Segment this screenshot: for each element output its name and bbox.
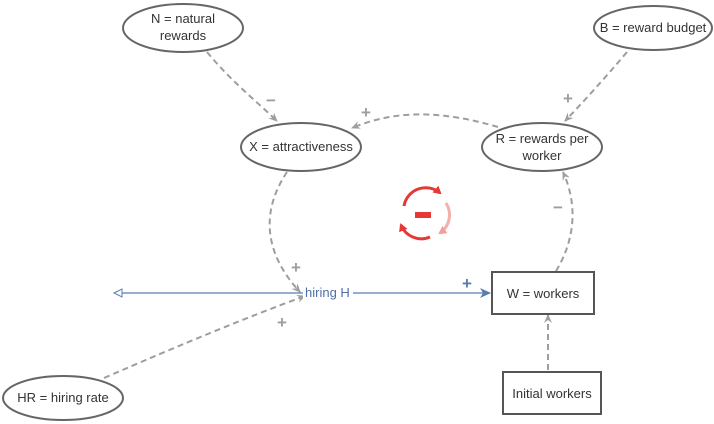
reward-budget-label: B = reward budget [600, 20, 707, 35]
sign-natural-to-attractiveness: − [266, 91, 276, 110]
hiring-label: hiring H [305, 285, 350, 300]
link-budget-to-reward[interactable] [564, 51, 628, 122]
natural-rewards-label-line1: N = natural [151, 11, 215, 26]
natural-rewards-label-line2: rewards [160, 28, 207, 43]
node-initial-workers[interactable]: Initial workers [502, 371, 602, 415]
balancing-loop-icon[interactable] [399, 185, 451, 241]
link-workers-to-reward[interactable] [555, 171, 574, 272]
sign-reward-to-attractiveness: + [361, 103, 371, 122]
node-attractiveness[interactable]: X = attractiveness [240, 122, 362, 172]
node-workers[interactable]: W = workers [491, 271, 595, 315]
rewards-per-worker-label-line1: R = rewards per [496, 131, 590, 146]
flow-source-arrowhead [112, 288, 123, 298]
sign-budget-to-reward: + [563, 89, 573, 108]
sign-workers-to-reward: − [553, 198, 563, 217]
initial-workers-label: Initial workers [512, 386, 592, 401]
sign-hiring-to-workers: + [462, 274, 472, 293]
rewards-per-worker-label-line2: worker [521, 148, 562, 163]
node-hiring[interactable]: hiring H [303, 285, 353, 301]
sign-hiring-rate-to-hiring: + [277, 313, 287, 332]
hiring-rate-label: HR = hiring rate [17, 390, 108, 405]
node-hiring-rate[interactable]: HR = hiring rate [2, 375, 124, 421]
sign-attractiveness-to-hiring: + [291, 258, 301, 277]
link-reward-to-attractiveness[interactable] [351, 113, 499, 129]
attractiveness-label: X = attractiveness [249, 139, 353, 154]
link-natural-to-attractiveness[interactable] [206, 51, 278, 122]
loop-polarity-mark [415, 212, 431, 218]
link-attractiveness-to-hiring[interactable] [268, 171, 301, 293]
node-rewards-per-worker[interactable]: R = rewards per worker [481, 122, 603, 172]
node-reward-budget[interactable]: B = reward budget [593, 5, 713, 51]
link-hiring-rate-to-hiring[interactable] [103, 294, 306, 379]
node-natural-rewards[interactable]: N = natural rewards [122, 3, 244, 53]
workers-label: W = workers [507, 286, 580, 301]
